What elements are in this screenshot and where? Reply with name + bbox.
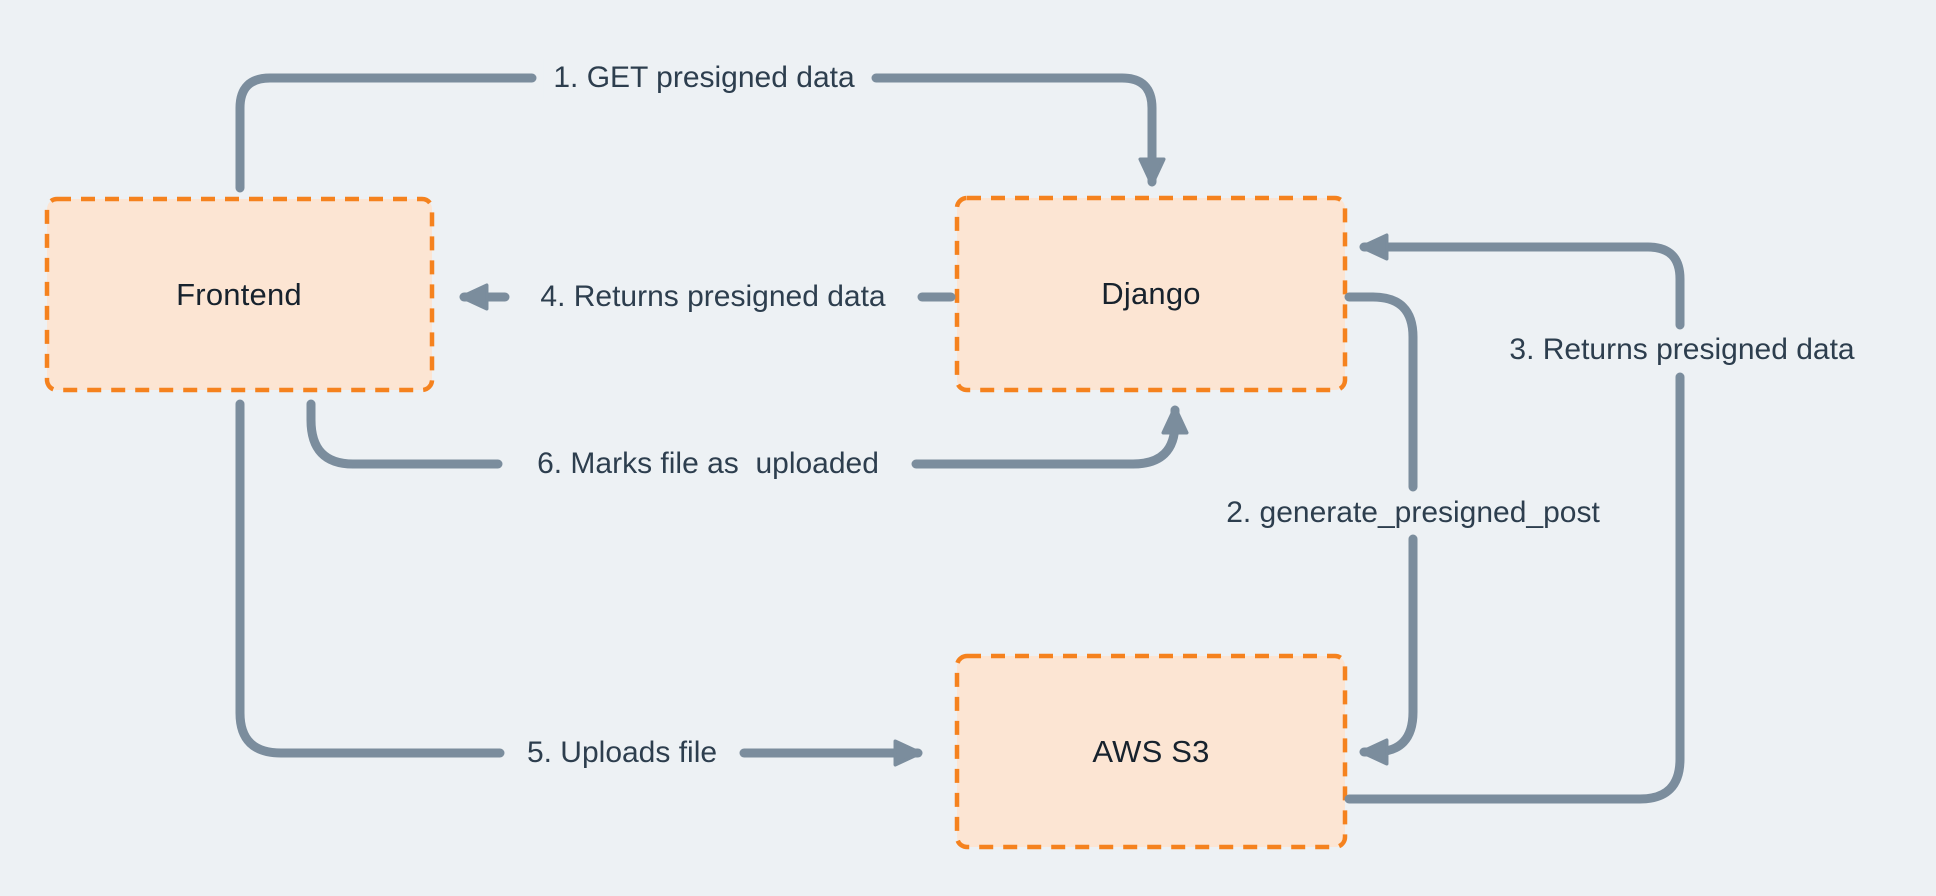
edge-1-arrowhead-segment xyxy=(871,73,1166,187)
edge-1-line-segment xyxy=(235,73,537,193)
node-django-box xyxy=(954,195,1348,393)
edge-6-label: 6. Marks file as uploaded xyxy=(527,444,889,484)
edge-6-arrowhead-segment xyxy=(911,405,1189,469)
edge-6-line-segment xyxy=(306,399,503,469)
edge-4-label: 4. Returns presigned data xyxy=(530,277,896,317)
edge-5-label: 5. Uploads file xyxy=(516,733,728,773)
node-frontend-label: Frontend xyxy=(176,277,302,312)
edge-2-arrowhead-segment xyxy=(1359,534,1418,766)
edge-2-label: 2. generate_presigned_post xyxy=(1216,493,1610,533)
edge-2-line-segment xyxy=(1344,292,1418,492)
edge-1-label: 1. GET presigned data xyxy=(543,58,865,98)
edge-3-label: 3. Returns presigned data xyxy=(1499,330,1865,370)
edge-3-arrowhead-segment xyxy=(1359,233,1685,330)
node-aws-s3-label: AWS S3 xyxy=(1092,734,1210,769)
edge-5-line-segment xyxy=(235,399,505,758)
edge-3-line-segment xyxy=(1344,372,1685,804)
node-django-label: Django xyxy=(1101,276,1201,311)
node-frontend-box xyxy=(44,196,435,393)
node-aws-s3-box xyxy=(954,653,1348,850)
